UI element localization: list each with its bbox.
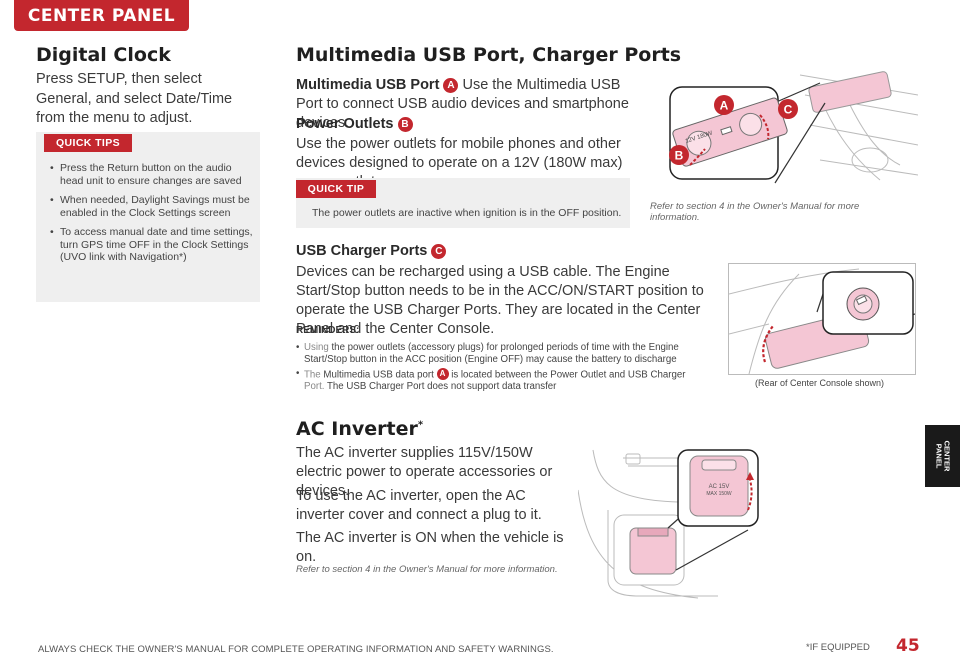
ac-inverter-p2: To use the AC inverter, open the AC inve…	[296, 488, 542, 523]
reminder-1-lead: Using	[304, 342, 329, 353]
badge-b: B	[397, 117, 413, 132]
reminders-list: Using the power outlets (accessory plugs…	[296, 342, 696, 395]
callout-a: A	[714, 95, 734, 115]
center-panel-drawing: 12V 180W A B C	[669, 71, 918, 184]
power-outlets-label: Power Outlets	[296, 116, 394, 132]
usb-port-text: Use the Multimedia USB Port to connect U…	[296, 77, 629, 131]
usb-port-paragraph: Multimedia USB Port A Use the Multimedia…	[296, 76, 636, 133]
callout-c-text: C	[784, 103, 793, 117]
callout-b-text: B	[675, 149, 684, 163]
ac-inverter-drawing: AC 15V MAX 150W	[578, 449, 759, 599]
center-panel-illustration: 12V 180W A B C	[650, 65, 918, 187]
console-caption: (Rear of Center Console shown)	[755, 378, 885, 388]
equipped-mark: *	[417, 419, 424, 431]
digital-clock-body: Press SETUP, then select General, and se…	[36, 71, 233, 126]
quick-tip-label: QUICK TIP	[296, 180, 376, 198]
side-tab-label: CENTER PANEL	[934, 440, 952, 472]
footer-disclaimer: ALWAYS CHECK THE OWNER'S MANUAL FOR COMP…	[38, 644, 554, 655]
side-section-tab: CENTER PANEL	[925, 425, 960, 487]
center-panel-caption: Refer to section 4 in the Owner's Manual…	[650, 201, 860, 223]
power-outlets-heading: Power Outlets B	[296, 115, 413, 134]
callout-a-text: A	[720, 99, 729, 113]
section-tab: CENTER PANEL	[14, 0, 189, 31]
reminder-item: Using the power outlets (accessory plugs…	[296, 342, 696, 365]
callout-b: B	[669, 145, 689, 165]
ac-inverter-p1: The AC inverter supplies 115V/150W elect…	[296, 445, 553, 499]
ac-outlet-label-2: MAX 150W	[706, 491, 732, 497]
badge-c: C	[431, 244, 447, 259]
usb-charger-text: Devices can be recharged using a USB cab…	[296, 264, 704, 337]
usb-charger-heading: USB Charger Ports C	[296, 242, 447, 261]
reminder-2-text-a: Multimedia USB data port	[323, 369, 434, 381]
page-number: 45	[896, 636, 920, 656]
usb-port-label: Multimedia USB Port	[296, 77, 440, 93]
footer-if-equipped: *IF EQUIPPED	[806, 642, 870, 653]
reminder-2-text-b: is located between the Power Outlet and …	[451, 369, 686, 381]
quick-tips-list: Press the Return button on the audio hea…	[50, 162, 255, 271]
callout-c: C	[778, 99, 798, 119]
quick-tip-text: The power outlets are inactive when igni…	[312, 207, 622, 219]
reminders-title: REMINDERS:	[296, 325, 360, 336]
tip-item: Press the Return button on the audio hea…	[50, 162, 255, 187]
ac-inverter-title-text: AC Inverter	[296, 418, 418, 440]
ac-outlet-label-1: AC 15V	[709, 484, 730, 490]
badge-a: A	[443, 78, 459, 93]
tip-item: When needed, Daylight Savings must be en…	[50, 194, 255, 219]
multimedia-title: Multimedia USB Port, Charger Ports	[296, 44, 682, 66]
ac-inverter-caption: Refer to section 4 in the Owner's Manual…	[296, 564, 558, 575]
reminder-2-text-c: The USB Charger Port does not support da…	[327, 380, 557, 392]
ac-inverter-p3: The AC inverter is ON when the vehicle i…	[296, 530, 564, 565]
digital-clock-title: Digital Clock	[36, 44, 171, 66]
ac-inverter-title: AC Inverter*	[296, 418, 423, 440]
usb-charger-label: USB Charger Ports	[296, 243, 428, 259]
badge-a-small: A	[436, 368, 449, 380]
reminder-item: The Multimedia USB data port A is locate…	[296, 368, 696, 392]
console-drawing	[729, 268, 915, 374]
quick-tips-label: QUICK TIPS	[44, 134, 132, 152]
reminder-2-lead: The	[304, 369, 321, 381]
ac-inverter-illustration: AC 15V MAX 150W	[578, 440, 763, 602]
reminder-2-tail: Port.	[304, 380, 325, 392]
reminder-1-text: the power outlets (accessory plugs) for …	[304, 342, 679, 365]
console-illustration	[728, 263, 916, 375]
tip-item: To access manual date and time settings,…	[50, 226, 255, 264]
